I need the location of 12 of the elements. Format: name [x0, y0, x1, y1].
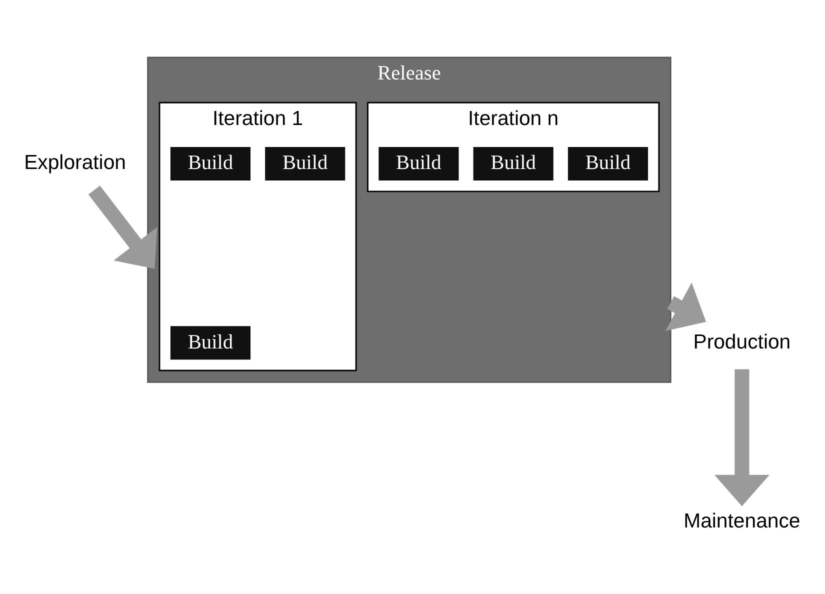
node-box: Build: [170, 326, 250, 360]
node-box: Build: [568, 147, 648, 181]
node-box: Build: [265, 147, 346, 181]
node-box: Build: [378, 147, 459, 181]
node-text: Exploration: [24, 152, 126, 174]
node-box: Build: [473, 147, 554, 181]
arrow: [714, 369, 770, 506]
node-text: Maintenance: [684, 510, 800, 532]
arrow: [665, 282, 706, 331]
node-text: Production: [693, 331, 791, 354]
node-box: Build: [170, 147, 250, 181]
arrow: [88, 186, 158, 269]
